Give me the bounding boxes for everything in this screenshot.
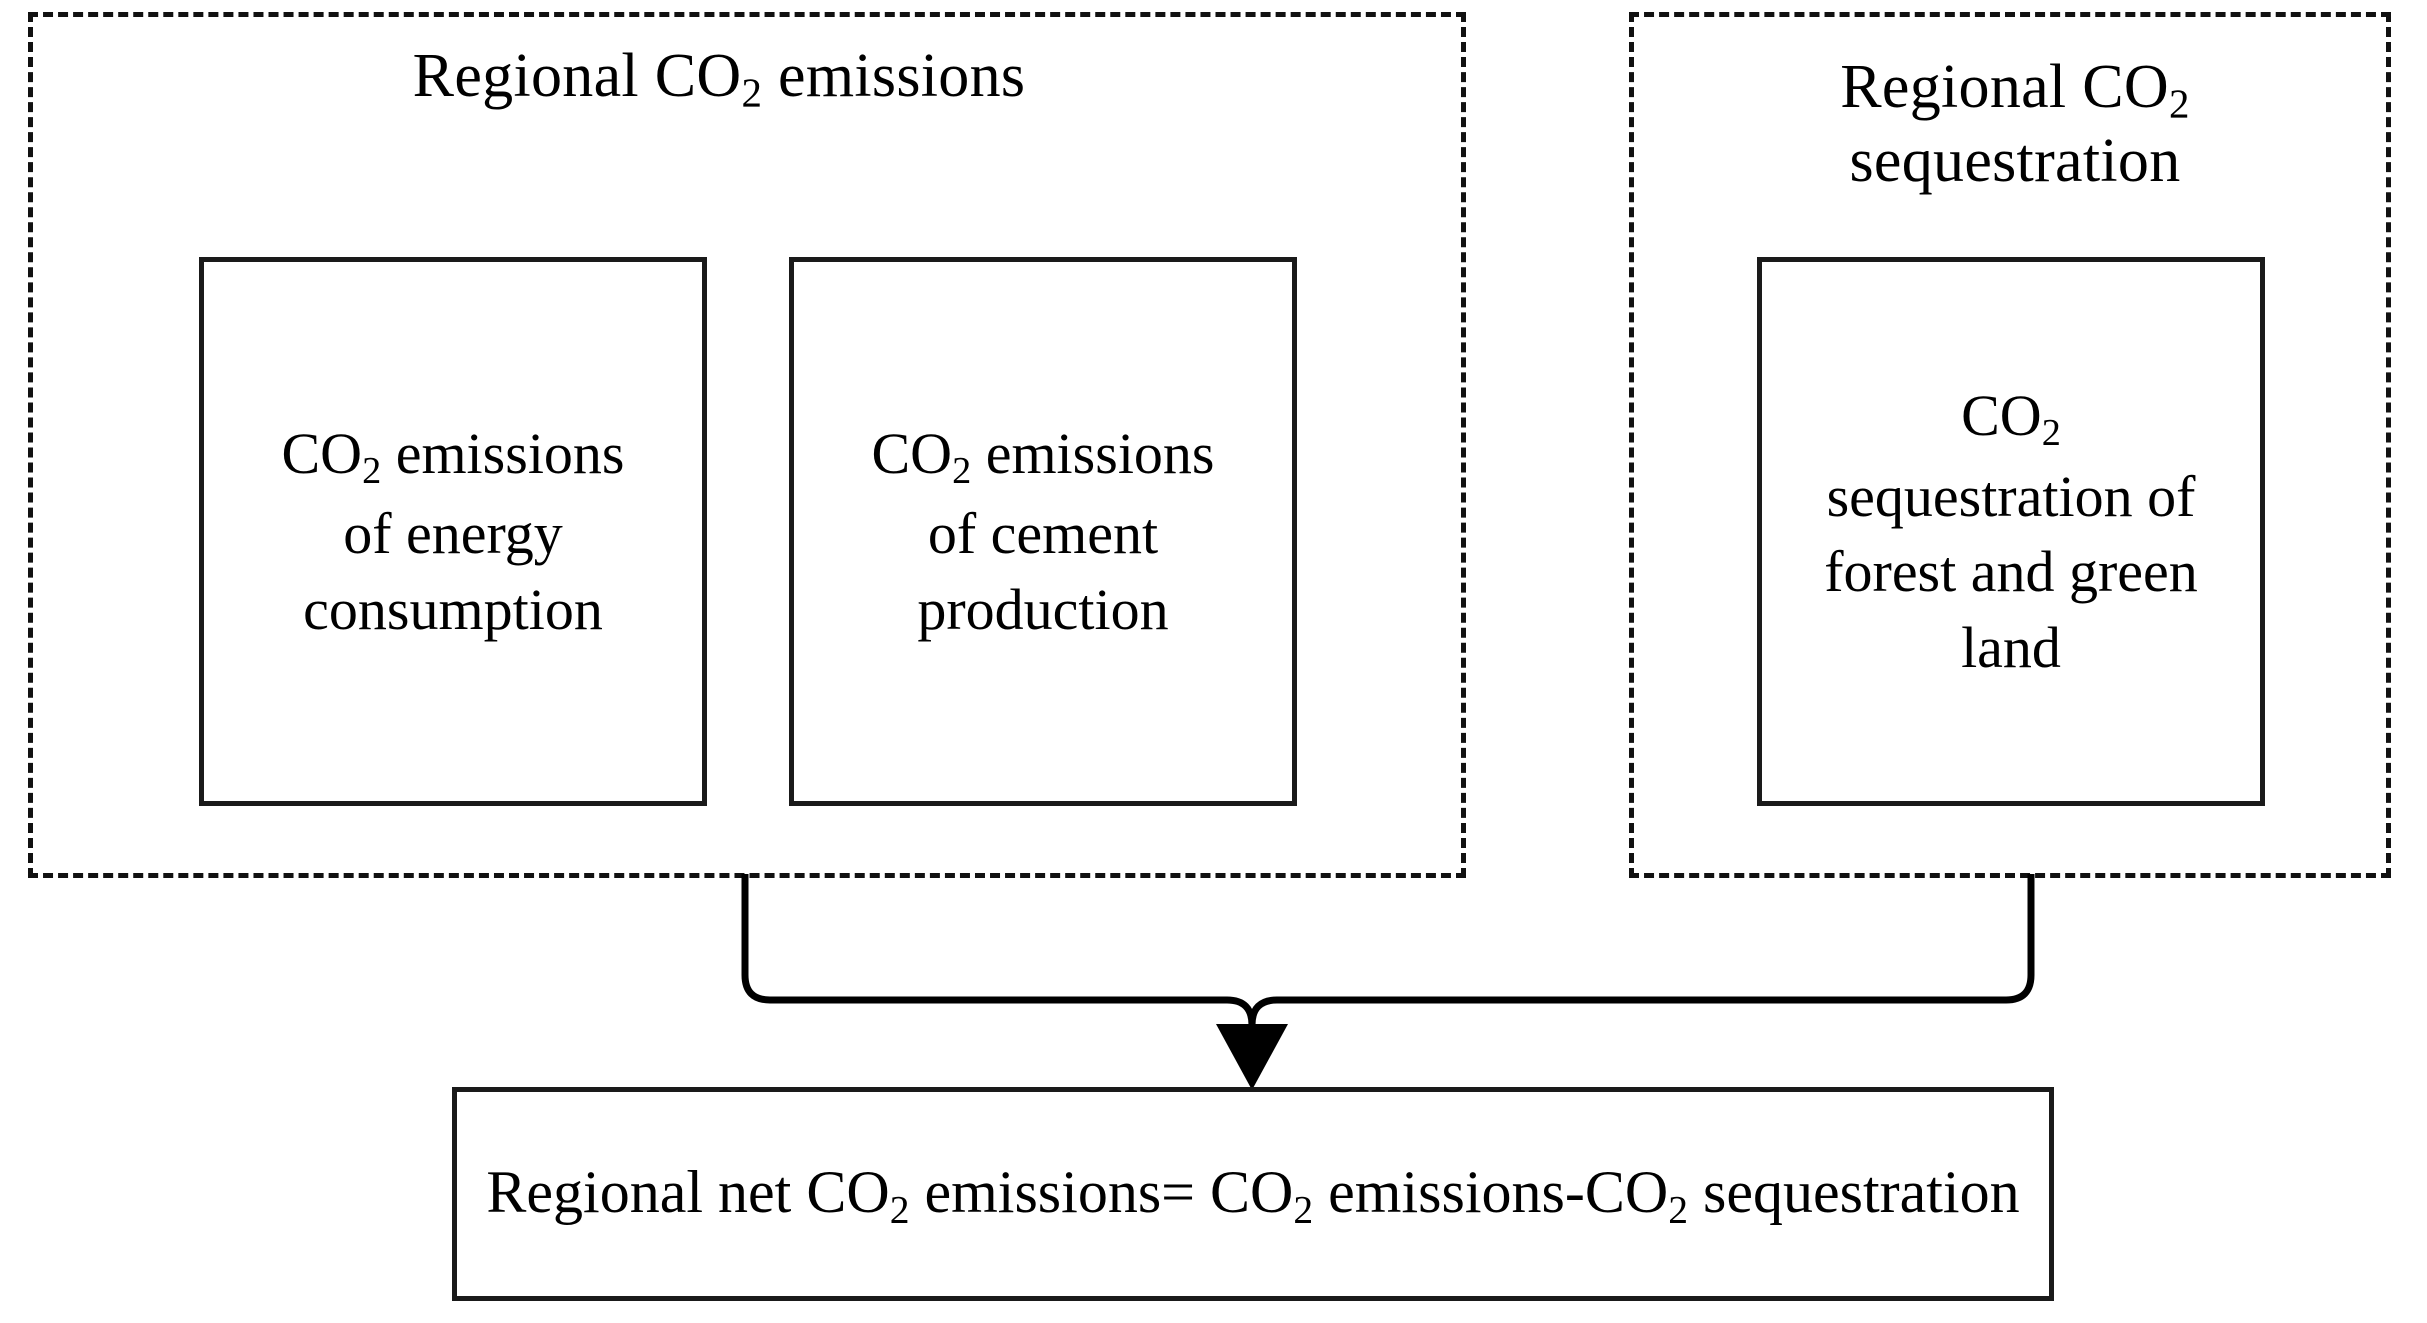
box-co2-emissions-of-energy-consumption: CO2 emissions of energy consumption	[199, 257, 707, 806]
box-net-label: Regional net CO2 emissions= CO2 emission…	[486, 1158, 2020, 1231]
box-cement-label: CO2 emissions of cement production	[871, 420, 1215, 642]
down-arrow-icon	[1216, 1024, 1288, 1090]
co2-subscript: 2	[1293, 1186, 1314, 1231]
co2-subscript: 2	[2169, 81, 2190, 127]
co2-subscript: 2	[362, 449, 382, 492]
co2-subscript: 2	[2041, 412, 2061, 454]
group-title-regional-co2-sequestration: Regional CO2 sequestration	[1840, 53, 2190, 196]
connector-emissions-to-net	[741, 874, 1256, 1080]
box-energy-label: CO2 emissions of energy consumption	[281, 420, 625, 642]
box-regional-net-co2-emissions: Regional net CO2 emissions= CO2 emission…	[452, 1087, 2054, 1301]
group-title-regional-co2-emissions: Regional CO2 emissions	[412, 42, 1026, 116]
box-co2-emissions-of-cement-production: CO2 emissions of cement production	[789, 257, 1297, 806]
box-co2-sequestration-of-forest-and-green-land: CO2 sequestration of forest and green la…	[1757, 257, 2265, 806]
co2-subscript: 2	[1668, 1186, 1688, 1231]
co2-subscript: 2	[741, 70, 763, 116]
co2-subscript: 2	[952, 449, 972, 492]
co2-subscript: 2	[889, 1186, 910, 1231]
connector-sequestration-to-net	[1248, 874, 2035, 1080]
box-forest-label: CO2 sequestration of forest and green la…	[1824, 383, 2198, 680]
